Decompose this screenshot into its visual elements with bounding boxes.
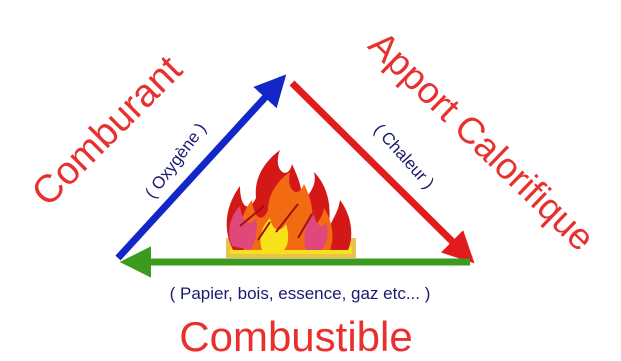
flame-pink-left: [229, 206, 257, 250]
flame-pink-right: [304, 214, 328, 250]
combustible-label: Combustible: [179, 313, 412, 360]
oxygen-arrow: [115, 74, 287, 261]
heat-arrow: [289, 80, 475, 264]
oxygene-label: ( Oxygène ): [141, 120, 210, 202]
flame-base-glow: [230, 247, 352, 254]
flame-icon: [226, 150, 356, 258]
combustible-examples-label: ( Papier, bois, essence, gaz etc... ): [170, 284, 431, 303]
chaleur-label: ( Chaleur ): [370, 120, 438, 192]
flame-sparks: [239, 203, 313, 241]
